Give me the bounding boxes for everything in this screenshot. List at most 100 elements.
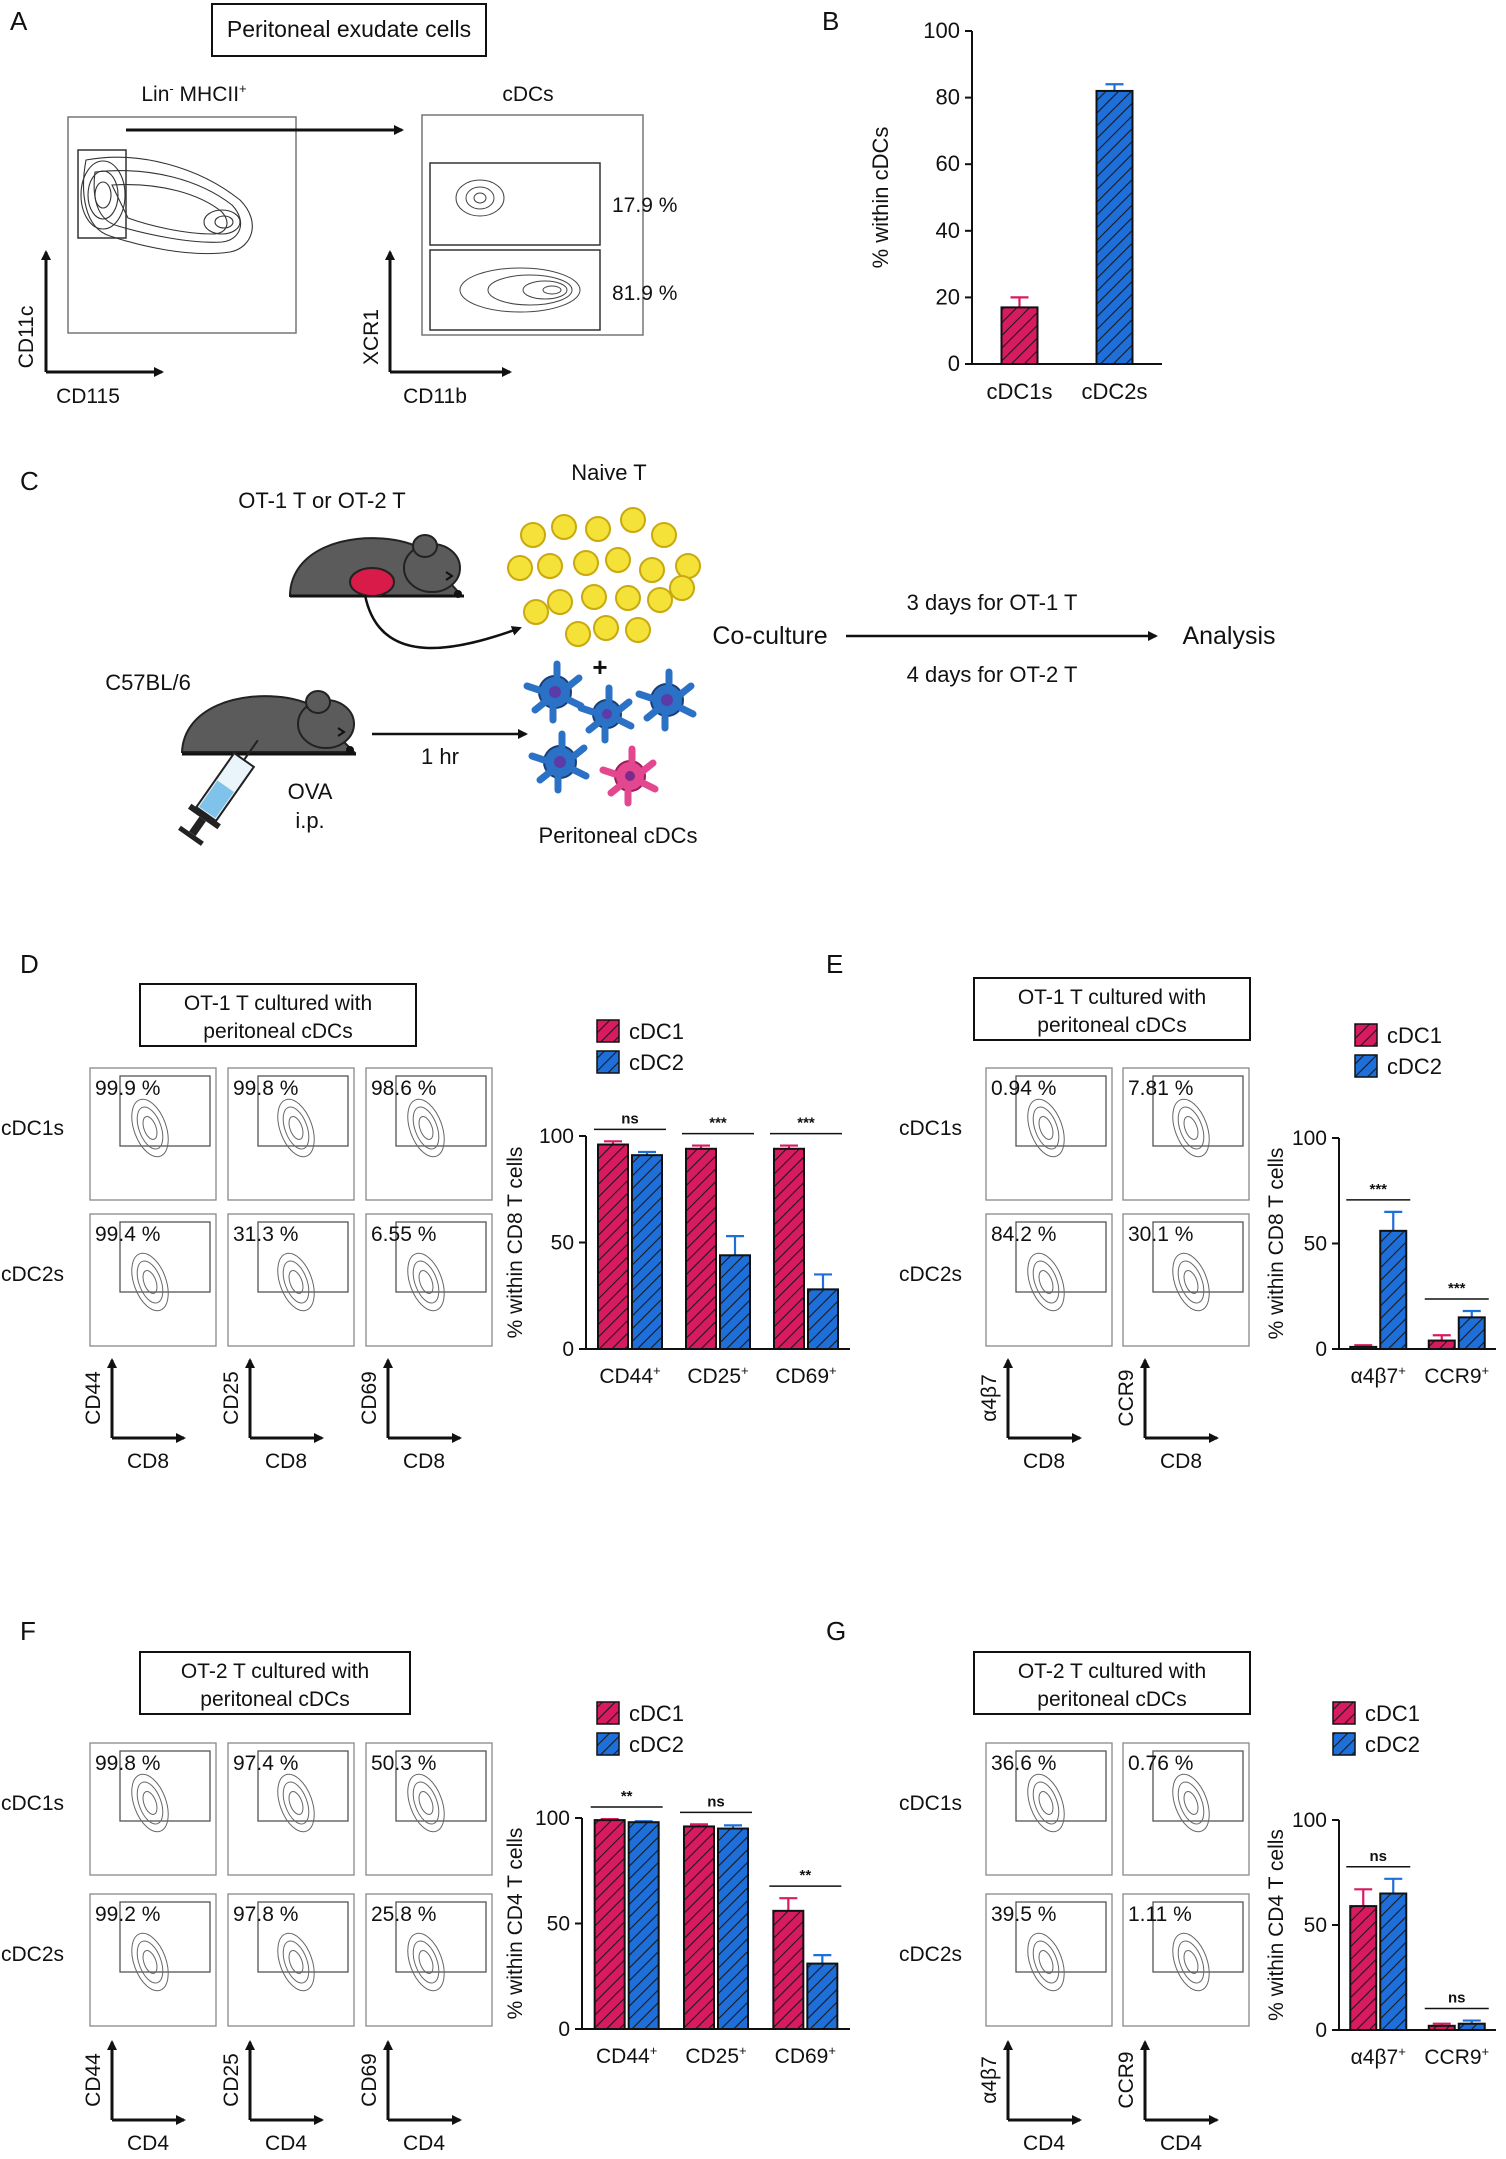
facs-xlabel: CD4 [127, 2132, 169, 2155]
contour-ring [1177, 1106, 1205, 1150]
condition-line-2: peritoneal cDCs [203, 1020, 352, 1043]
contour-ring [1027, 1932, 1065, 1992]
gate-percent: 99.4 % [95, 1223, 160, 1246]
bar [1427, 2024, 1456, 2032]
facs-plot [227, 1213, 355, 1347]
bar [1000, 306, 1039, 366]
facs-contour [407, 1773, 445, 1833]
contour-ring [1038, 1116, 1054, 1140]
contour-ring [288, 1950, 304, 1974]
facs-contour [277, 1932, 315, 1992]
bar [627, 1821, 660, 2030]
facs-gate [395, 1075, 487, 1147]
facs-xlabel: CD4 [1023, 2132, 1065, 2155]
facs-gate [257, 1221, 349, 1293]
contour-ring [282, 1260, 310, 1304]
contour-ring [1032, 1106, 1060, 1150]
panel-label-c: C [20, 466, 39, 496]
facs-plot [365, 1213, 493, 1347]
y-tick-label: 0 [948, 351, 960, 376]
facs-gate [395, 1750, 487, 1822]
panel-a: Peritoneal exudate cells Lin- MHCII+ CD1… [15, 3, 677, 408]
contour-ring [288, 1270, 304, 1294]
host-label: C57BL/6 [105, 670, 191, 695]
bar [806, 1962, 839, 2030]
facs-plot [365, 1893, 493, 2027]
facs-gate [395, 1221, 487, 1293]
y-tick-label: 100 [1292, 1809, 1327, 1832]
legend-label-cdc2: cDC2 [629, 1050, 684, 1075]
facs-gate [257, 1075, 349, 1147]
significance-marker: ** [799, 1867, 811, 1884]
contour-ring [277, 1098, 315, 1158]
facs-contour [1172, 1773, 1210, 1833]
peritoneal-box [211, 3, 487, 57]
y-tick-label: 50 [547, 1913, 570, 1936]
facs-ylabel: CD69 [358, 1371, 381, 1425]
facs-xlabel: CD8 [1160, 1450, 1202, 1473]
contour-ring [412, 1781, 440, 1825]
spleen-arrow [363, 594, 522, 650]
contour-ring [282, 1106, 310, 1150]
facs-ylabel: CD25 [220, 1371, 243, 1425]
condition-line-2: peritoneal cDCs [1037, 1014, 1186, 1037]
facs-plot [1122, 1213, 1250, 1347]
contour-ring [1172, 1773, 1210, 1833]
category-label: CD25+ [685, 2043, 746, 2068]
contour-ring [418, 1270, 434, 1294]
cdcs-title: cDCs [502, 83, 553, 106]
bar [1457, 1316, 1486, 1350]
donor-label: OT-1 T or OT-2 T [238, 488, 406, 513]
panel-label-e: E [826, 949, 843, 979]
y-tick-label: 100 [539, 1125, 574, 1148]
bar [1427, 1339, 1456, 1351]
y-tick-label: 100 [923, 18, 960, 43]
y-tick-label: 100 [1292, 1127, 1327, 1150]
facs-contour [1172, 1098, 1210, 1158]
facs-plot [89, 1742, 217, 1876]
significance-marker: *** [1369, 1181, 1387, 1198]
row-label-cdc2s: cDC2s [899, 1263, 962, 1286]
contour-ring [277, 1773, 315, 1833]
contour-ring [1183, 1950, 1199, 1974]
y-tick-label: 20 [936, 284, 960, 309]
facs-gate [1015, 1750, 1107, 1822]
legend-swatch-cdc2 [596, 1050, 620, 1074]
contour-ring [142, 1270, 158, 1294]
facs-plot-lin [67, 116, 297, 334]
category-label: cDC2s [1081, 379, 1147, 404]
facs-ylabel: CCR9 [1115, 2051, 1138, 2108]
facs-contour [277, 1773, 315, 1833]
legend-swatch-cdc1 [596, 1019, 620, 1043]
condition-line-2: peritoneal cDCs [1037, 1688, 1186, 1711]
gate-percent: 99.2 % [95, 1903, 160, 1926]
mouse-donor [289, 534, 465, 598]
condition-line-1: OT-1 T cultured with [184, 992, 372, 1015]
y-axis-label: % within cDCs [868, 127, 893, 269]
legend-swatch-cdc2 [1332, 1732, 1356, 1756]
contour-cdc2 [459, 267, 581, 313]
days-ot1-label: 3 days for OT-1 T [907, 590, 1078, 615]
contour-ring [136, 1106, 164, 1150]
facs-gate [1015, 1901, 1107, 1973]
facs-plot [1122, 1067, 1250, 1201]
facs-xlabel: CD8 [265, 1450, 307, 1473]
contour-cdc1 [455, 179, 505, 217]
xlabel-cd115: CD115 [56, 385, 120, 408]
contour-ring [418, 1950, 434, 1974]
facs-gate [1152, 1221, 1244, 1293]
facs-contour [131, 1773, 169, 1833]
contour-ring [131, 1932, 169, 1992]
peritoneal-title: Peritoneal exudate cells [227, 16, 471, 42]
condition-line-2: peritoneal cDCs [200, 1688, 349, 1711]
facs-xlabel: CD4 [1160, 2132, 1202, 2155]
facs-plot [89, 1893, 217, 2027]
gate-percent: 36.6 % [991, 1752, 1056, 1775]
row-label-cdc1s: cDC1s [899, 1792, 962, 1815]
facs-gate [119, 1075, 211, 1147]
bar [597, 1143, 629, 1351]
row-label-cdc1s: cDC1s [899, 1117, 962, 1140]
